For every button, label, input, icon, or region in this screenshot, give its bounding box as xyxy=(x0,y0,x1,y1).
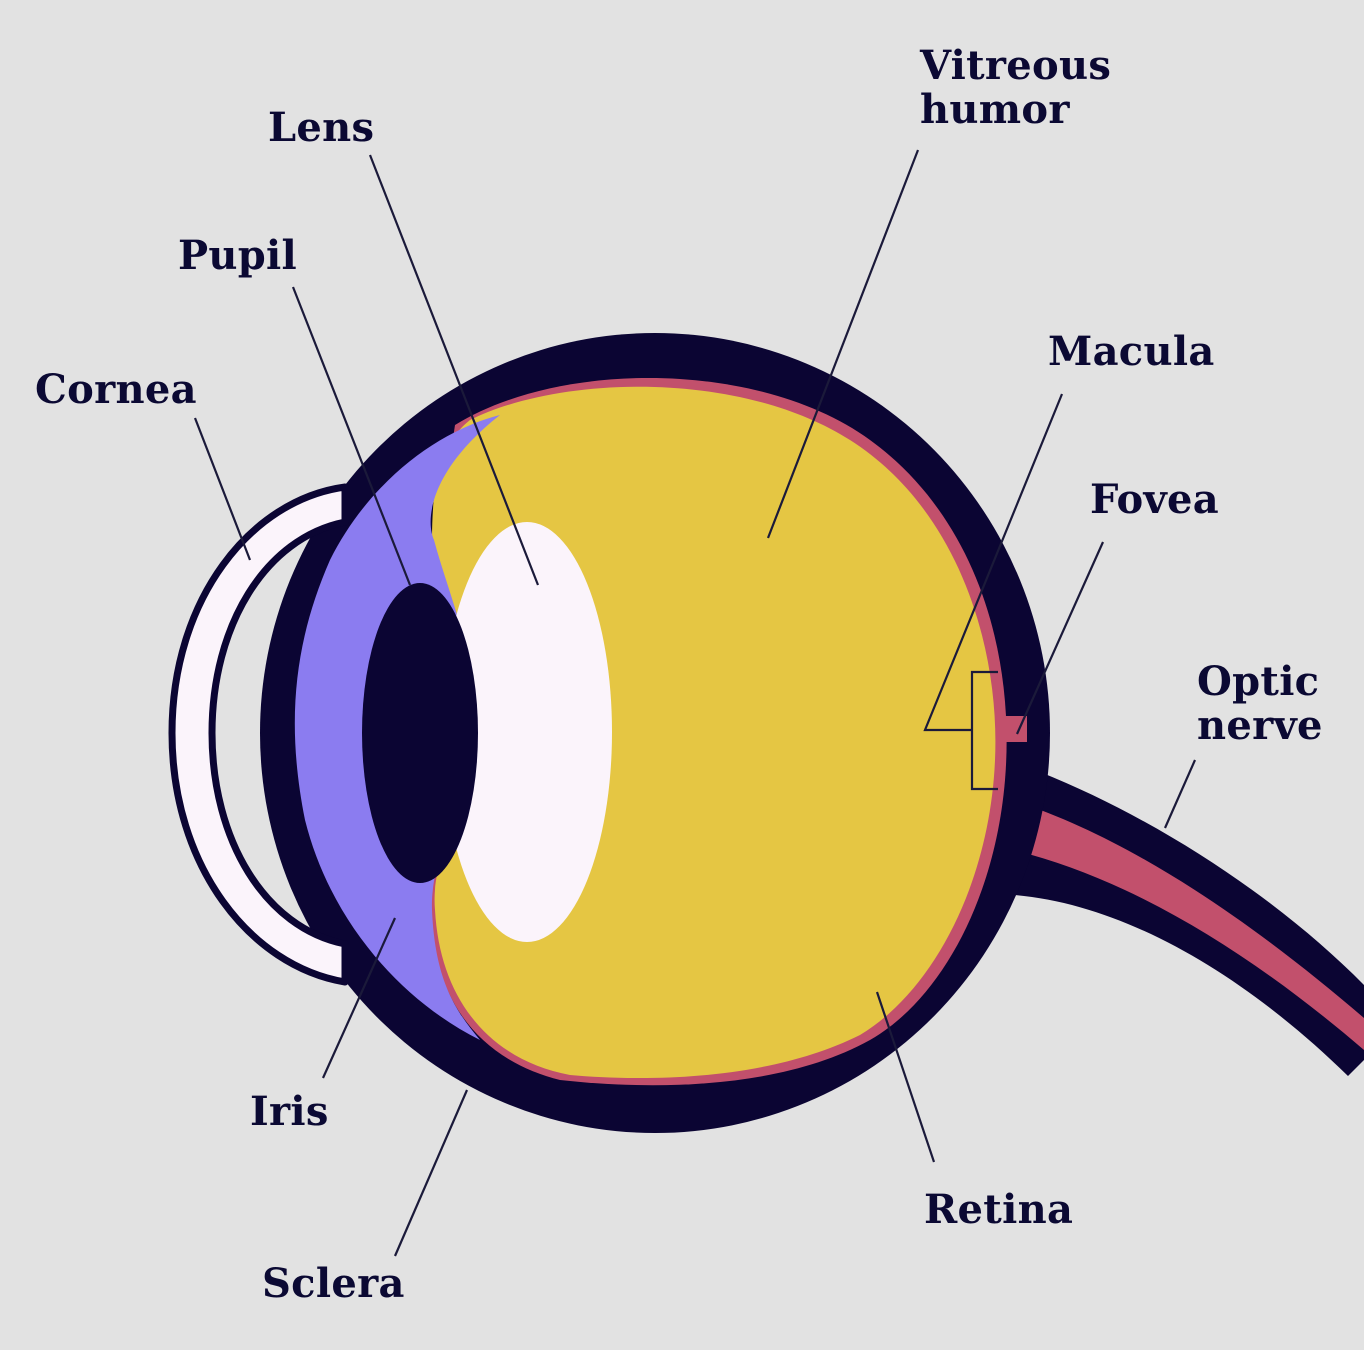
optic-nerve-label-line1: Optic xyxy=(1197,658,1320,705)
fovea-label: Fovea xyxy=(1090,476,1219,523)
iris-leader xyxy=(321,917,397,1079)
sclera-label: Sclera xyxy=(262,1260,405,1307)
lens-label: Lens xyxy=(268,104,375,151)
vitreous-humor-label-line2: humor xyxy=(920,86,1070,133)
vitreous-humor-label-line1: Vitreous xyxy=(920,42,1112,89)
optic-nerve-label: Optic nerve xyxy=(1197,660,1323,748)
vitreous-humor-label: Vitreous humor xyxy=(920,44,1111,132)
cornea-leader xyxy=(193,417,252,561)
fovea-leader xyxy=(1015,541,1105,735)
lens xyxy=(442,522,612,942)
iris-label: Iris xyxy=(250,1088,329,1135)
optic-nerve-label-line2: nerve xyxy=(1197,702,1323,749)
lens-leader xyxy=(368,154,540,586)
optic-leader xyxy=(1163,759,1197,829)
vitreous-leader xyxy=(766,149,920,539)
pupil xyxy=(362,583,478,883)
retina-label: Retina xyxy=(924,1186,1074,1233)
macula-leader xyxy=(923,393,1064,732)
sclera-leader xyxy=(393,1089,469,1257)
cornea xyxy=(168,483,349,986)
pupil-leader xyxy=(291,286,412,586)
leader-lines xyxy=(193,149,1197,1257)
cornea-label: Cornea xyxy=(35,366,197,413)
macula-bracket xyxy=(970,670,998,791)
pupil-label: Pupil xyxy=(178,232,298,279)
macula-label: Macula xyxy=(1048,328,1215,375)
retina-leader xyxy=(875,991,936,1163)
optic-nerve-inner xyxy=(990,795,1364,1050)
